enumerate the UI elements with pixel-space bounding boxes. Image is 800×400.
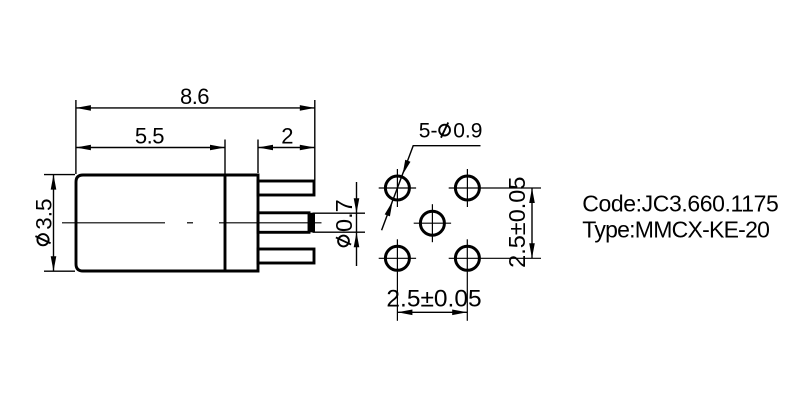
svg-text:2.5±0.05: 2.5±0.05 bbox=[504, 177, 530, 268]
svg-text:3.5: 3.5 bbox=[31, 199, 56, 230]
svg-text:0.7: 0.7 bbox=[331, 199, 357, 232]
svg-text:2: 2 bbox=[281, 124, 293, 149]
svg-text:Type:MMCX-KE-20: Type:MMCX-KE-20 bbox=[582, 217, 769, 243]
svg-text:8.6: 8.6 bbox=[180, 84, 209, 109]
svg-text:Code:JC3.660.1175: Code:JC3.660.1175 bbox=[582, 190, 778, 216]
svg-text:5.5: 5.5 bbox=[135, 124, 164, 149]
svg-text:5-: 5- bbox=[419, 119, 438, 142]
svg-text:0.9: 0.9 bbox=[453, 119, 482, 142]
svg-text:2.5±0.05: 2.5±0.05 bbox=[386, 285, 481, 312]
